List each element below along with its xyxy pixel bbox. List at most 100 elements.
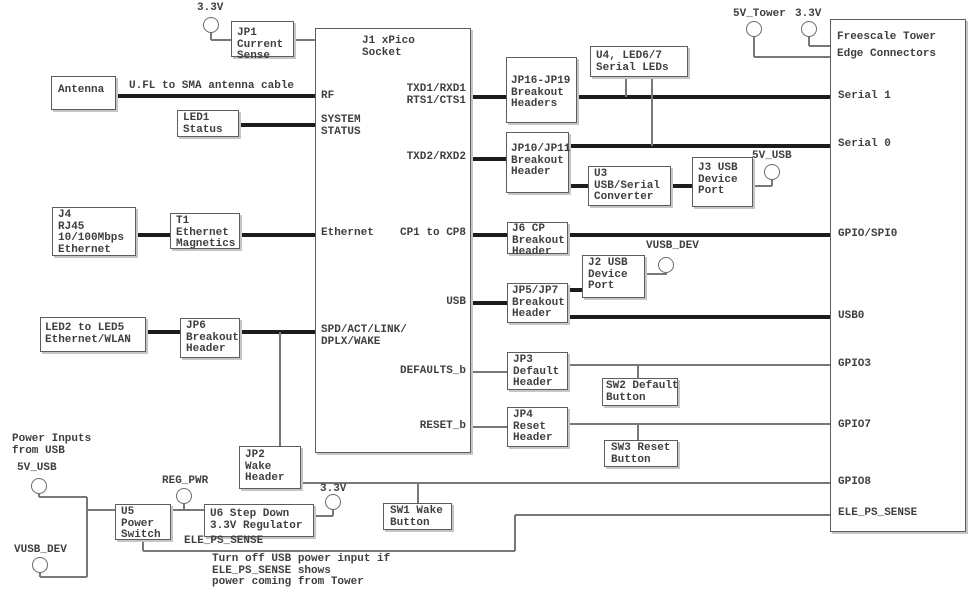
power-label-3v3-tower: 3.3V <box>795 8 822 20</box>
bus-wire <box>116 94 315 98</box>
label-line: USB <box>446 296 466 308</box>
box-label-line: 10/100Mbps <box>58 232 125 244</box>
power-label-3v3-regulator-out: 3.3V <box>320 483 347 495</box>
signal-wire <box>809 45 830 47</box>
power-symbol-3v3-regulator-out <box>325 494 341 510</box>
label-line: SYSTEM <box>321 114 361 126</box>
box-label-line: Ethernet <box>176 226 229 239</box>
signal-wire <box>471 426 507 428</box>
box-label-line: RJ45 <box>58 220 85 233</box>
signal-wire <box>637 365 639 378</box>
box-label-line: J6 CP <box>512 223 546 235</box>
box-label-line: Converter <box>594 191 654 203</box>
bus-wire <box>471 157 506 161</box>
tower-pin-gpio3: GPIO3 <box>838 358 872 371</box>
ele-ps-sense-net: ELE_PS_SENSE <box>184 535 264 548</box>
label-line: DEFAULTS_b <box>399 365 466 377</box>
label-line: RESET_b <box>419 420 466 432</box>
pin-defaults-b: DEFAULTS_b <box>399 365 466 378</box>
power-symbol-vusb-dev-j2 <box>658 257 674 273</box>
bus-wire <box>471 301 507 305</box>
label-line: Freescale Tower <box>837 31 937 43</box>
bus-wire <box>146 330 180 334</box>
signal-wire <box>86 497 88 577</box>
box-label-line: Status <box>183 123 223 136</box>
signal-wire <box>754 56 830 58</box>
label-line: Socket <box>362 46 402 59</box>
power-symbol-3v3-tower <box>801 21 817 37</box>
bus-wire <box>136 233 170 237</box>
pin-rf: RF <box>321 90 334 103</box>
label-line: Ethernet <box>321 227 374 239</box>
label-line: GPIO8 <box>838 476 872 488</box>
bus-wire <box>568 288 582 292</box>
power-label-vusb-dev-input: VUSB_DEV <box>14 544 67 556</box>
pin-usb: USB <box>446 296 466 309</box>
box-label-line: SW3 Reset <box>611 442 671 454</box>
pin-spd-act-link-dplx-wake: SPD/ACT/LINK/DPLX/WAKE <box>321 324 407 348</box>
label-line: TXD1/RXD1 <box>406 83 466 95</box>
box-label-line: LED1 <box>183 112 210 124</box>
label-line: ELE_PS_SENSE <box>184 535 264 547</box>
box-label-line: Power <box>121 517 155 530</box>
signal-wire <box>301 482 830 484</box>
signal-wire <box>210 33 212 40</box>
box-label-line: Ethernet <box>58 243 111 256</box>
box-label-line: Header <box>245 472 285 484</box>
box-label-line: SW2 Default <box>606 380 679 392</box>
box-label-line: Breakout <box>512 296 565 309</box>
box-label-line: Magnetics <box>176 238 236 250</box>
label-line: GPIO3 <box>838 358 872 370</box>
box-label-line: Current <box>237 38 284 51</box>
signal-wire <box>39 573 41 577</box>
label-line: J1 xPico <box>362 35 415 47</box>
box-label-line: SW1 Wake <box>390 505 443 517</box>
box-label-line: JP6 <box>186 320 206 332</box>
bus-wire <box>471 95 506 99</box>
signal-wire <box>171 509 204 511</box>
box-label-line: Button <box>390 516 430 529</box>
box-label-line: U6 Step Down <box>210 508 290 520</box>
tower-pin-usb0: USB0 <box>838 310 865 323</box>
box-label-line: Device <box>698 173 738 186</box>
label-line: Serial 1 <box>838 90 891 102</box>
label-line: USB0 <box>838 310 865 322</box>
label-line: GPIO7 <box>838 419 872 431</box>
box-label-line: Header <box>513 432 553 444</box>
power-label-5v-tower: 5V_Tower <box>733 8 786 20</box>
power-symbol-5v-usb-input <box>31 478 47 494</box>
signal-wire <box>143 550 515 552</box>
signal-wire <box>637 424 639 440</box>
signal-wire <box>211 39 231 41</box>
box-label-line: Switch <box>121 529 161 541</box>
box-label-line: LED2 to LED5 <box>45 322 125 334</box>
box-label-line: JP1 <box>237 27 257 39</box>
box-label-line: Device <box>588 268 628 281</box>
label-line: TXD2/RXD2 <box>406 151 466 163</box>
label-line: Serial 0 <box>838 138 891 150</box>
signal-wire <box>651 77 653 146</box>
box-label-line: Headers <box>511 98 558 110</box>
signal-wire <box>471 371 507 373</box>
signal-wire <box>568 364 830 366</box>
antenna-cable: U.FL to SMA antenna cable <box>129 80 294 93</box>
label-line: ELE_PS_SENSE <box>838 507 918 519</box>
signal-wire <box>332 509 334 516</box>
label-line: Turn off USB power input if <box>212 553 391 565</box>
box-label-line: Default <box>513 365 560 378</box>
label-line: from USB <box>12 444 65 457</box>
box-label-line: Sense <box>237 50 271 62</box>
bus-wire <box>240 233 315 237</box>
box-label-line: JP4 <box>513 409 533 421</box>
bus-wire <box>471 233 507 237</box>
box-label-line: J2 USB <box>588 257 628 269</box>
